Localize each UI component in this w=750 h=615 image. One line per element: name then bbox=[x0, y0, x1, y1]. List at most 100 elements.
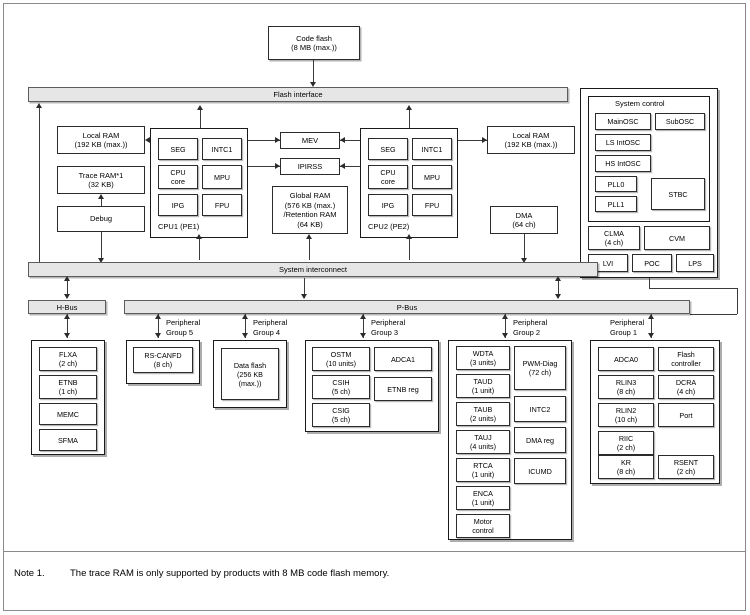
arrow-up-interconnect-flashif bbox=[36, 103, 42, 108]
connector-cpu1-mev bbox=[248, 140, 280, 141]
local-ram-right-block: Local RAM (192 KB (max.)) bbox=[487, 126, 575, 154]
arrow-down-dma-interconnect bbox=[521, 258, 527, 263]
connector-pg2 bbox=[505, 314, 506, 338]
pg1-rlin3: RLIN3 (8 ch) bbox=[598, 375, 654, 399]
connector-dma-interconnect bbox=[524, 234, 525, 260]
cpu1-cell-seg: SEG bbox=[158, 138, 198, 160]
pg2-taub: TAUB (2 units) bbox=[456, 402, 510, 426]
arrow-left-cpu2-ipirss bbox=[340, 162, 345, 169]
connector-interconnect-pbus bbox=[304, 278, 305, 298]
connector-pg5 bbox=[158, 314, 159, 338]
flash-interface-bar: Flash interface bbox=[28, 87, 568, 102]
cpu2-title: CPU2 (PE2) bbox=[368, 222, 410, 231]
connector-cpu2-mev bbox=[340, 140, 362, 141]
system-control-title: System control bbox=[615, 99, 665, 108]
ipirss-block: IPIRSS bbox=[280, 158, 340, 175]
connector-debug-interconnect bbox=[101, 232, 102, 260]
pg1-rsent: RSENT (2 ch) bbox=[658, 455, 714, 479]
arrow-up-cpu1-flashif bbox=[197, 105, 203, 110]
pg1-port: Port bbox=[658, 403, 714, 427]
peripheral-group-1-label: Peripheral Group 1 bbox=[610, 318, 645, 337]
arrow-up-pg5 bbox=[155, 314, 161, 319]
connector-interconnect-pbus-right bbox=[558, 278, 559, 298]
arrow-up-hbus bbox=[64, 276, 70, 281]
pg3-ostm: OSTM (10 units) bbox=[312, 347, 370, 371]
arrow-right-cpu1-ipirss bbox=[275, 162, 280, 169]
trace-ram-block: Trace RAM*1 (32 KB) bbox=[57, 166, 145, 194]
sc-cvm: CVM bbox=[644, 226, 710, 250]
debug-block: Debug bbox=[57, 206, 145, 232]
arrow-right-cpu1-mev bbox=[275, 136, 280, 143]
sc-stbc: STBC bbox=[651, 178, 705, 210]
arrow-left-cpu2-mev bbox=[340, 136, 345, 143]
cpu2-cell-mpu: MPU bbox=[412, 165, 452, 189]
pg5-rs-canfd: RS-CANFD (8 ch) bbox=[133, 347, 193, 373]
connector-hbus-group bbox=[67, 314, 68, 338]
cpu2-cell-intc1: INTC1 bbox=[412, 138, 452, 160]
connector-globalram-interconnect bbox=[309, 239, 310, 260]
arrow-down-pg2 bbox=[502, 333, 508, 338]
connector-cpu2-interconnect bbox=[409, 238, 410, 260]
peripheral-group-5-label: Peripheral Group 5 bbox=[166, 318, 201, 337]
connector-cpu2-localram bbox=[458, 140, 487, 141]
pg3-csig: CSIG (5 ch) bbox=[312, 403, 370, 427]
pg1-rlin2: RLIN2 (10 ch) bbox=[598, 403, 654, 427]
h-bus-bar: H-Bus bbox=[28, 300, 106, 314]
arrow-down-codeflash bbox=[310, 82, 316, 87]
pg2-dma-reg: DMA reg bbox=[514, 427, 566, 453]
pg3-csih: CSIH (5 ch) bbox=[312, 375, 370, 399]
sc-lvi: LVI bbox=[588, 254, 628, 272]
cpu1-cell-ipg: IPG bbox=[158, 194, 198, 216]
cpu1-cell-fpu: FPU bbox=[202, 194, 242, 216]
cpu2-cell-fpu: FPU bbox=[412, 194, 452, 216]
connector-interconnect-hbus bbox=[67, 278, 68, 298]
sc-mainosc: MainOSC bbox=[595, 113, 651, 130]
connector-syscontrol-down bbox=[649, 278, 650, 288]
system-interconnect-bar: System interconnect bbox=[28, 262, 598, 277]
connector-cpu2-ipirss bbox=[340, 166, 362, 167]
cpu2-cell-cpu-core: CPU core bbox=[368, 165, 408, 189]
note-number: Note 1. bbox=[14, 568, 45, 579]
arrow-up-pbus-right bbox=[555, 276, 561, 281]
cpu2-cell-ipg: IPG bbox=[368, 194, 408, 216]
connector-syscontrol-vert bbox=[737, 288, 738, 314]
pg1-flash-controller: Flash controller bbox=[658, 347, 714, 371]
peripheral-group-4-label: Peripheral Group 4 bbox=[253, 318, 288, 337]
sc-clma: CLMA (4 ch) bbox=[588, 226, 640, 250]
arrow-down-pg4 bbox=[242, 333, 248, 338]
note-divider bbox=[4, 551, 745, 552]
pg2-wdta: WDTA (3 units) bbox=[456, 346, 510, 370]
hbus-flxa: FLXA (2 ch) bbox=[39, 347, 97, 371]
connector-cpu1-interconnect bbox=[199, 238, 200, 260]
pg2-motor-control: Motor control bbox=[456, 514, 510, 538]
sc-hs-intosc: HS IntOSC bbox=[595, 155, 651, 172]
peripheral-group-2-label: Peripheral Group 2 bbox=[513, 318, 548, 337]
cpu2-cell-seg: SEG bbox=[368, 138, 408, 160]
connector-syscontrol-to-pg1 bbox=[690, 314, 737, 315]
arrow-down-pg1 bbox=[648, 333, 654, 338]
pg2-intc2: INTC2 bbox=[514, 396, 566, 422]
arrow-up-pg3 bbox=[360, 314, 366, 319]
pg2-pwm-diag: PWM-Diag (72 ch) bbox=[514, 346, 566, 390]
connector-interconnect-flashif bbox=[39, 108, 40, 265]
global-ram-block: Global RAM (576 KB (max.) /Retention RAM… bbox=[272, 186, 348, 234]
arrow-down-pbus-right bbox=[555, 294, 561, 299]
pg2-enca: ENCA (1 unit) bbox=[456, 486, 510, 510]
cpu1-title: CPU1 (PE1) bbox=[158, 222, 200, 231]
arrow-up-debug-traceram bbox=[98, 194, 104, 199]
pg1-dcra: DCRA (4 ch) bbox=[658, 375, 714, 399]
arrow-down-hbus bbox=[64, 294, 70, 299]
code-flash-block: Code flash (8 MB (max.)) bbox=[268, 26, 360, 60]
arrow-up-pg2 bbox=[502, 314, 508, 319]
peripheral-group-3-label: Peripheral Group 3 bbox=[371, 318, 406, 337]
sc-pll0: PLL0 bbox=[595, 176, 637, 192]
dma-block: DMA (64 ch) bbox=[490, 206, 558, 234]
sc-lps: LPS bbox=[676, 254, 714, 272]
p-bus-bar: P-Bus bbox=[124, 300, 690, 314]
pg1-kr: KR (8 ch) bbox=[598, 455, 654, 479]
sc-poc: POC bbox=[632, 254, 672, 272]
pg4-data-flash: Data flash (256 KB (max.)) bbox=[221, 348, 279, 400]
connector-debug-traceram bbox=[101, 199, 102, 206]
pg3-adca1: ADCA1 bbox=[374, 347, 432, 371]
